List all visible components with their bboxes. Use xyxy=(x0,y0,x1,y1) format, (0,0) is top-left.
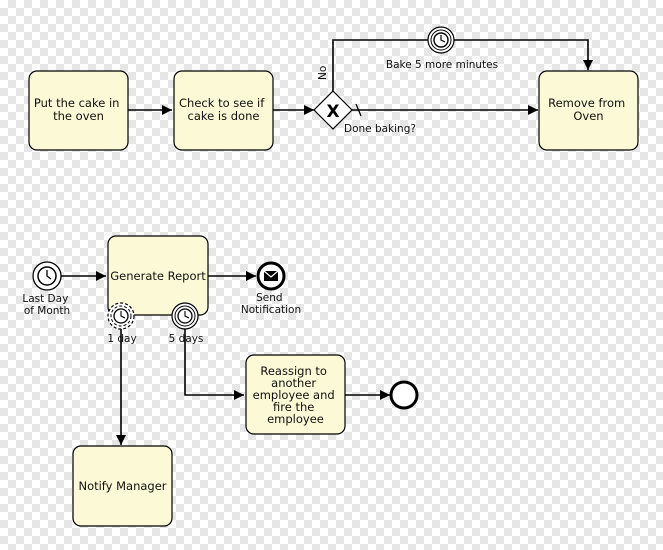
task-label-line: cake is done xyxy=(188,109,260,123)
task-remove-oven[interactable]: Remove from Oven xyxy=(538,70,639,151)
default-flow-marker xyxy=(355,103,362,117)
task-check-done[interactable]: Check to see if cake is done xyxy=(173,70,274,151)
label-line: of Month xyxy=(24,305,70,317)
label-five-days: 5 days xyxy=(169,333,204,345)
task-notify-manager[interactable]: Notify Manager xyxy=(72,445,173,527)
label-line: Last Day xyxy=(22,293,68,305)
svg-text:Check to see if cake is: Check to see if cake is done xyxy=(179,96,268,123)
boundary-timer-interrupting[interactable] xyxy=(171,302,199,330)
end-event-circle[interactable] xyxy=(389,380,419,410)
svg-text:Put the cake in the oven: Put the cake in the oven xyxy=(34,96,123,123)
task-label-line: Oven xyxy=(573,109,603,123)
end-event-send-notification[interactable] xyxy=(256,261,286,291)
label-send-notification: Send Notification xyxy=(241,292,301,316)
label-no: No xyxy=(317,66,329,80)
label-bake-more: Bake 5 more minutes xyxy=(386,59,498,71)
task-label-line: the oven xyxy=(53,109,104,123)
label-one-day: 1 day xyxy=(107,333,136,345)
task-label-line: another xyxy=(271,376,316,390)
svg-text:Reassign to another: Reassign to another employee and fire th… xyxy=(253,364,339,426)
boundary-timer-non-interrupting[interactable] xyxy=(107,302,135,330)
start-timer-event[interactable] xyxy=(32,261,62,291)
flow-gateway-loop xyxy=(332,39,593,91)
svg-text:Remove from Oven: Remove from Oven xyxy=(548,96,629,123)
task-label-line: Put the cake in xyxy=(34,96,120,110)
task-generate-report[interactable]: Generate Report xyxy=(107,235,209,316)
task-label-line: Reassign to xyxy=(260,364,327,378)
label-last-day: Last Day of Month xyxy=(22,293,71,317)
gateway-x-icon: X xyxy=(326,102,339,122)
task-label-line: employee xyxy=(267,412,324,426)
envelope-icon xyxy=(263,270,279,281)
task-label-line: Generate Report xyxy=(110,269,206,283)
flow-five-days-to-reassign xyxy=(184,329,244,400)
label-line: Send xyxy=(256,292,282,304)
exclusive-gateway[interactable]: X xyxy=(313,90,353,130)
task-label-line: fire the xyxy=(273,400,314,414)
label-done-baking: Done baking? xyxy=(344,123,416,135)
timer-event-bake[interactable] xyxy=(427,26,455,54)
task-label-line: Check to see if xyxy=(179,96,265,110)
label-line: Notification xyxy=(241,304,301,316)
task-label-line: Remove from xyxy=(548,96,625,110)
task-label-line: Notify Manager xyxy=(78,479,166,493)
task-label-line: employee and xyxy=(253,388,335,402)
task-put-cake[interactable]: Put the cake in the oven xyxy=(28,70,129,151)
task-reassign[interactable]: Reassign to another employee and fire th… xyxy=(245,354,346,435)
